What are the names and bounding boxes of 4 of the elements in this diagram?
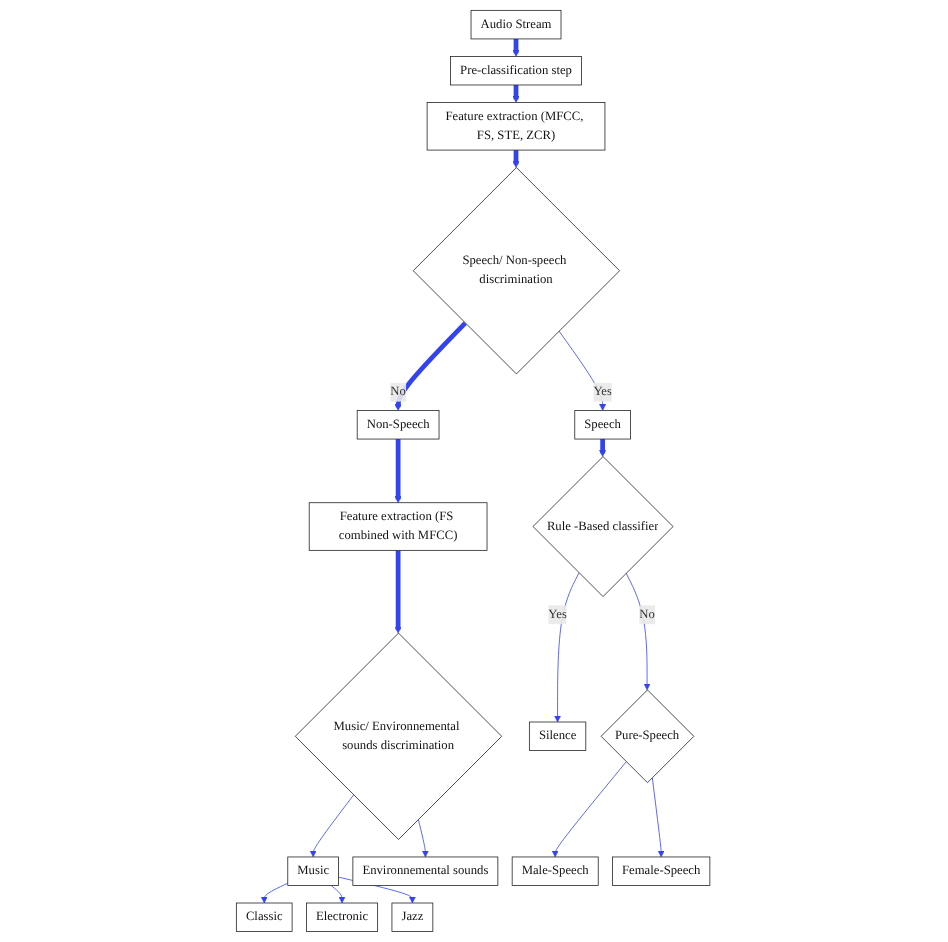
arrow [395, 438, 403, 504]
arrow [395, 321, 468, 411]
arrow [395, 550, 403, 634]
arrow [600, 438, 607, 457]
